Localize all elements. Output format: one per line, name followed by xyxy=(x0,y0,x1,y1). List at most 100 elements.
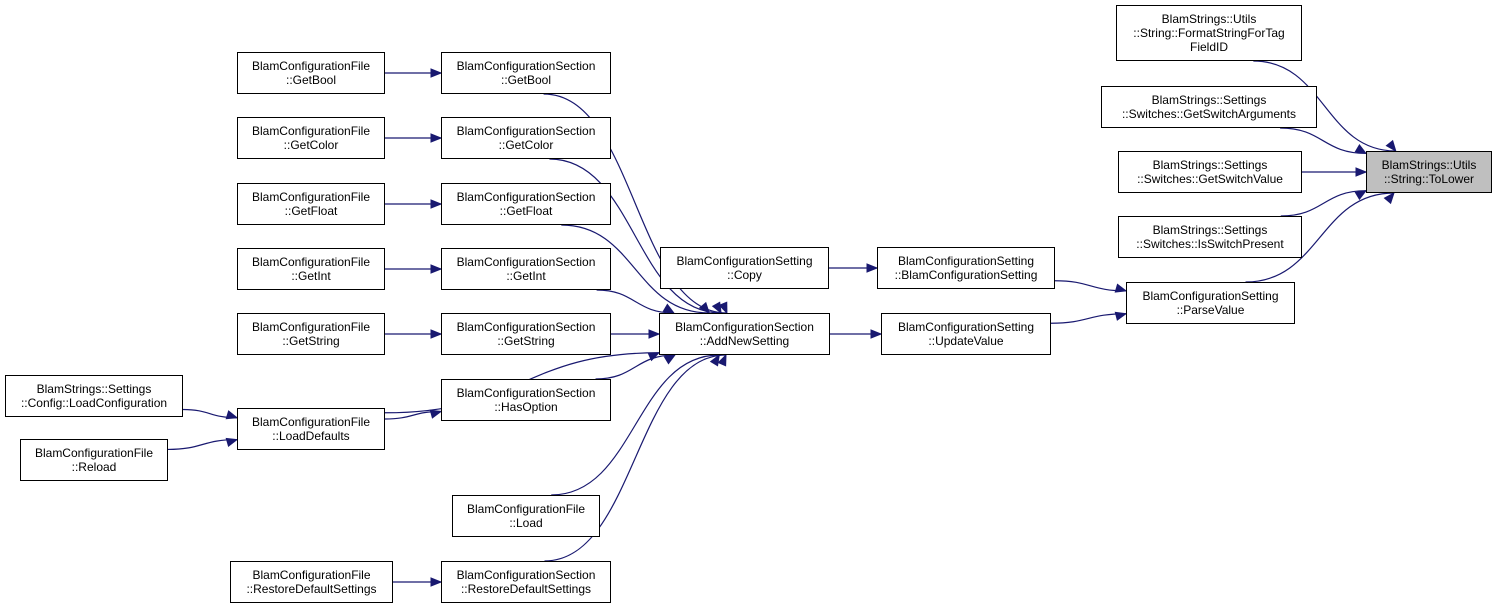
node-setting-copy[interactable]: BlamConfigurationSetting ::Copy xyxy=(660,247,829,289)
node-utils-format[interactable]: BlamStrings::Utils ::String::FormatStrin… xyxy=(1116,5,1302,61)
node-section-getint[interactable]: BlamConfigurationSection ::GetInt xyxy=(441,248,611,290)
call-edge xyxy=(1054,280,1127,292)
node-label: ::String::ToLower xyxy=(1383,172,1475,186)
node-label: BlamConfigurationSection xyxy=(456,59,596,73)
arrowhead xyxy=(866,263,879,273)
call-edge xyxy=(595,354,675,380)
call-edge xyxy=(544,354,726,562)
node-label: ::Config::LoadConfiguration xyxy=(20,396,168,410)
node-section-addnewsetting[interactable]: BlamConfigurationSection ::AddNewSetting xyxy=(659,313,830,355)
node-config-loadconfiguration[interactable]: BlamStrings::Settings ::Config::LoadConf… xyxy=(5,375,183,417)
node-label: FieldID xyxy=(1189,40,1228,54)
arrowhead xyxy=(870,329,883,339)
call-edge xyxy=(1050,313,1127,324)
node-file-getint[interactable]: BlamConfigurationFile ::GetInt xyxy=(237,248,385,290)
node-label: BlamConfigurationSection xyxy=(456,124,596,138)
node-label: ::HasOption xyxy=(494,400,558,414)
node-label: BlamConfigurationFile xyxy=(251,415,371,429)
node-section-getbool[interactable]: BlamConfigurationSection ::GetBool xyxy=(441,52,611,94)
node-label: ::Reload xyxy=(71,460,117,474)
arrowhead xyxy=(647,352,661,362)
arrowhead xyxy=(1114,283,1128,293)
node-label: ::Switches::IsSwitchPresent xyxy=(1136,237,1284,251)
arrowhead xyxy=(1354,143,1368,155)
node-settings-getswitcharguments[interactable]: BlamStrings::Settings ::Switches::GetSwi… xyxy=(1101,86,1317,128)
node-label: BlamConfigurationSection xyxy=(456,320,596,334)
node-file-getcolor[interactable]: BlamConfigurationFile ::GetColor xyxy=(237,117,385,159)
node-label: ::Switches::GetSwitchValue xyxy=(1137,172,1283,186)
arrowhead xyxy=(430,199,443,209)
node-setting-parsevalue[interactable]: BlamConfigurationSetting ::ParseValue xyxy=(1126,282,1295,324)
call-edge xyxy=(561,224,710,314)
arrowhead xyxy=(225,437,239,448)
call-edge xyxy=(596,289,674,314)
node-label: ::Load xyxy=(509,516,543,530)
call-edge xyxy=(549,158,722,314)
arrowhead xyxy=(430,133,443,143)
node-label: ::GetColor xyxy=(498,138,554,152)
node-label: BlamStrings::Settings xyxy=(36,382,152,396)
node-label: BlamConfigurationFile xyxy=(251,124,371,138)
node-utils-tolower[interactable]: BlamStrings::Utils ::String::ToLower xyxy=(1366,151,1492,193)
node-label: ::GetBool xyxy=(285,73,337,87)
node-file-reload[interactable]: BlamConfigurationFile ::Reload xyxy=(20,439,168,481)
node-section-hasoption[interactable]: BlamConfigurationSection ::HasOption xyxy=(441,379,611,421)
arrowhead xyxy=(1385,139,1397,153)
node-label: ::GetString xyxy=(497,334,555,348)
node-section-getstring[interactable]: BlamConfigurationSection ::GetString xyxy=(441,313,611,355)
node-label: ::RestoreDefaultSettings xyxy=(246,582,377,596)
arrowhead xyxy=(717,353,727,367)
node-label: BlamConfigurationSection xyxy=(456,386,596,400)
node-label: BlamConfigurationFile xyxy=(251,59,371,73)
node-label: BlamConfigurationSection xyxy=(456,255,596,269)
call-edge xyxy=(551,354,720,496)
node-label: ::GetFloat xyxy=(284,204,338,218)
node-label: ::GetBool xyxy=(500,73,552,87)
node-label: ::GetInt xyxy=(506,269,546,283)
arrowhead xyxy=(429,409,443,419)
node-label: ::UpdateValue xyxy=(928,334,1004,348)
node-label: BlamConfigurationSetting xyxy=(897,320,1035,334)
node-label: BlamConfigurationFile xyxy=(251,190,371,204)
node-file-getbool[interactable]: BlamConfigurationFile ::GetBool xyxy=(237,52,385,94)
node-label: BlamConfigurationSection xyxy=(456,190,596,204)
node-label: ::GetInt xyxy=(291,269,331,283)
node-section-restoredefaults[interactable]: BlamConfigurationSection ::RestoreDefaul… xyxy=(441,561,611,603)
node-label: ::GetFloat xyxy=(499,204,553,218)
node-setting-updatevalue[interactable]: BlamConfigurationSetting ::UpdateValue xyxy=(881,313,1051,355)
node-section-getcolor[interactable]: BlamConfigurationSection ::GetColor xyxy=(441,117,611,159)
node-settings-isswitchpresent[interactable]: BlamStrings::Settings ::Switches::IsSwit… xyxy=(1118,216,1302,258)
node-file-restoredefaults[interactable]: BlamConfigurationFile ::RestoreDefaultSe… xyxy=(230,561,393,603)
node-label: BlamStrings::Utils xyxy=(1381,158,1477,172)
call-edge xyxy=(1280,190,1367,217)
node-label: ::GetColor xyxy=(283,138,339,152)
arrowhead xyxy=(1114,311,1128,321)
arrowhead xyxy=(698,301,711,315)
node-settings-getswitchvalue[interactable]: BlamStrings::Settings ::Switches::GetSwi… xyxy=(1118,151,1302,193)
node-section-getfloat[interactable]: BlamConfigurationSection ::GetFloat xyxy=(441,183,611,225)
node-label: BlamConfigurationFile xyxy=(252,568,371,582)
arrowhead xyxy=(718,301,728,315)
node-label: BlamConfigurationSetting xyxy=(1142,289,1279,303)
node-file-getstring[interactable]: BlamConfigurationFile ::GetString xyxy=(237,313,385,355)
node-label: BlamStrings::Settings xyxy=(1151,93,1267,107)
arrowhead xyxy=(225,410,239,420)
node-label: BlamStrings::Utils xyxy=(1161,12,1257,26)
arrowhead xyxy=(1355,167,1368,177)
call-edge xyxy=(1245,192,1394,283)
node-label: BlamConfigurationFile xyxy=(466,502,586,516)
arrowhead xyxy=(430,264,443,274)
node-file-loaddefaults[interactable]: BlamConfigurationFile ::LoadDefaults xyxy=(237,408,385,450)
node-file-getfloat[interactable]: BlamConfigurationFile ::GetFloat xyxy=(237,183,385,225)
node-label: BlamConfigurationFile xyxy=(251,320,371,334)
arrowhead xyxy=(648,329,661,339)
node-file-load[interactable]: BlamConfigurationFile ::Load xyxy=(452,495,600,537)
node-label: ::Switches::GetSwitchArguments xyxy=(1121,107,1297,121)
node-setting-constructor[interactable]: BlamConfigurationSetting ::BlamConfigura… xyxy=(877,247,1055,289)
node-label: ::GetString xyxy=(282,334,340,348)
node-label: ::RestoreDefaultSettings xyxy=(460,582,592,596)
arrowhead xyxy=(430,329,443,339)
node-label: ::BlamConfigurationSetting xyxy=(894,268,1038,282)
call-edge xyxy=(543,93,727,314)
